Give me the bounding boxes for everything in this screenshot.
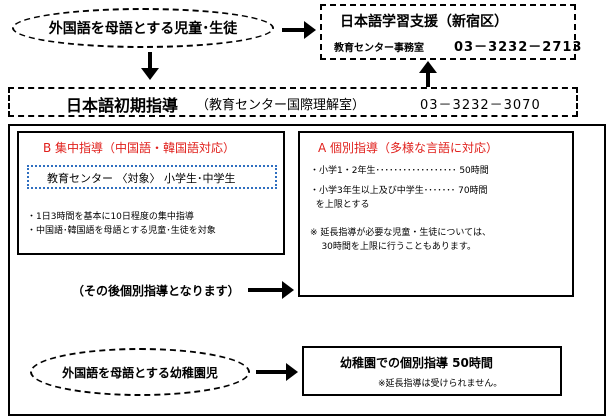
section-a-note-1: ※ 延長指導が必要な児童・生徒については、 [310, 228, 491, 238]
after-note: （その後個別指導となります） [72, 284, 240, 298]
banner-box: 日本語初期指導 （教育センター国際理解室） 03－3232－3070 [8, 87, 578, 117]
arrow-right-mid [248, 281, 294, 299]
banner-title: 日本語初期指導 [66, 96, 179, 115]
kindergarten-box: 幼稚園での個別指導 50時間 ※延長指導は受けられません。 [302, 346, 562, 396]
section-a-title: A 個別指導（多様な言語に対応） [318, 141, 499, 155]
arrow-right-top [282, 21, 316, 39]
arrow-right-bottom [256, 363, 298, 381]
section-b-line-2: ・中国語･韓国語を母語とする児童･生徒を対象 [27, 226, 216, 236]
support-box: 日本語学習支援（新宿区） 教育センター事務室 03－3232－2713 [320, 4, 581, 60]
section-b-line-1: ・1日3時間を基本に10日程度の集中指導 [27, 212, 194, 222]
section-b-title: B 集中指導（中国語・韓国語対応） [43, 141, 236, 155]
support-office: 教育センター事務室 [334, 43, 424, 54]
section-b-location-box: 教育センター 〈対象〉 小学生･中学生 [27, 165, 277, 189]
section-a-line-1: ・小学1・2年生･･････････････････ 50時間 [310, 166, 489, 176]
kindergarten-box-title: 幼稚園での個別指導 50時間 [340, 356, 493, 370]
support-phone: 03－3232－2713 [454, 40, 583, 55]
arrow-down [141, 52, 159, 80]
main-box [8, 124, 606, 416]
section-b-box: B 集中指導（中国語・韓国語対応） 教育センター 〈対象〉 小学生･中学生 ・1… [17, 131, 285, 255]
banner-phone: 03－3232－3070 [420, 98, 541, 113]
section-a-box: A 個別指導（多様な言語に対応） ・小学1・2年生･･･････････････… [298, 131, 574, 297]
section-a-note-2: 30時間を上限に行うこともあります。 [310, 242, 476, 252]
kindergarten-box-note: ※延長指導は受けられません。 [378, 379, 503, 389]
students-ellipse: 外国語を母語とする児童･生徒 [12, 8, 274, 48]
kindergarten-ellipse-label: 外国語を母語とする幼稚園児 [62, 365, 218, 380]
support-title: 日本語学習支援（新宿区） [340, 14, 508, 30]
students-ellipse-label: 外国語を母語とする児童･生徒 [48, 21, 238, 37]
kindergarten-ellipse: 外国語を母語とする幼稚園児 [30, 348, 250, 396]
section-a-line-3: を上限とする [310, 200, 370, 210]
section-a-line-2: ・小学3年生以上及び中学生･･･････ 70時間 [310, 186, 488, 196]
section-b-location: 教育センター 〈対象〉 小学生･中学生 [47, 172, 236, 185]
banner-subtitle: （教育センター国際理解室） [196, 98, 366, 113]
arrow-up [419, 61, 437, 87]
